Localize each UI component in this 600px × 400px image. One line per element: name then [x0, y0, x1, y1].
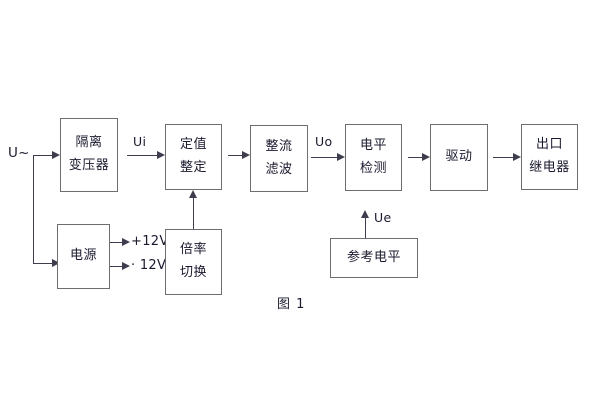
block-output-relay[interactable]: 出口 继电器	[521, 124, 578, 190]
block-multiplier-switch-line1: 倍率	[179, 242, 207, 258]
block-level-detect[interactable]: 电平 检测	[345, 124, 402, 191]
connector-drive-to-relay	[493, 157, 513, 158]
arrowhead-rectify-to-level	[337, 152, 345, 161]
signal-label-uo: Uo	[315, 134, 333, 149]
connector-level-to-drive	[408, 157, 422, 158]
block-power-supply-line1: 电源	[69, 248, 97, 264]
rail-label-positive: +12V	[131, 234, 169, 249]
block-drive-line1: 驱动	[445, 149, 473, 165]
block-setpoint-adjust[interactable]: 定值 整定	[165, 124, 222, 190]
block-multiplier-switch-line2: 切换	[179, 265, 207, 280]
block-output-relay-line1: 出口	[535, 137, 563, 153]
block-rectify-filter-line1: 整流	[265, 138, 293, 154]
arrowhead-transformer-to-setpoint	[157, 150, 165, 159]
block-rectify-filter-line2: 滤波	[265, 161, 293, 177]
arrowhead-rail-positive	[122, 237, 130, 246]
block-level-detect-line2: 检测	[359, 160, 387, 176]
block-output-relay-line2: 继电器	[529, 160, 570, 175]
arrowhead-supply-to-power	[52, 258, 60, 267]
block-level-detect-line1: 电平	[359, 137, 387, 153]
connector-multiplier-to-setpoint	[193, 198, 194, 229]
block-isolation-transformer[interactable]: 隔离 变压器	[60, 118, 118, 192]
block-reference-level-line1: 参考电平	[346, 249, 401, 265]
signal-label-ue: Ue	[374, 210, 392, 225]
block-drive[interactable]: 驱动	[430, 124, 488, 191]
connector-rail-negative	[110, 266, 122, 267]
arrowhead-rail-negative	[122, 261, 130, 270]
arrowhead-setpoint-to-rectify	[242, 150, 250, 159]
input-supply-label: U~	[8, 145, 30, 161]
signal-label-ui: Ui	[133, 134, 147, 149]
block-power-supply[interactable]: 电源	[57, 224, 110, 289]
block-reference-level[interactable]: 参考电平	[330, 238, 418, 278]
block-setpoint-adjust-line2: 整定	[179, 160, 207, 175]
connector-rail-positive	[110, 242, 122, 243]
connector-supply-bus	[33, 155, 34, 263]
arrowhead-drive-to-relay	[513, 152, 521, 161]
connector-supply-to-power	[33, 263, 52, 264]
block-isolation-transformer-line2: 变压器	[68, 158, 110, 173]
connector-rectify-to-level	[311, 157, 337, 158]
arrowhead-supply-to-transformer	[52, 150, 60, 159]
connector-setpoint-to-rectify	[228, 155, 242, 156]
block-multiplier-switch[interactable]: 倍率 切换	[165, 229, 222, 295]
rail-label-negative: · 12V	[131, 258, 167, 273]
figure-caption: 图 1	[277, 297, 306, 312]
arrowhead-reference-to-level	[361, 210, 369, 218]
connector-transformer-to-setpoint	[127, 155, 157, 156]
arrowhead-level-to-drive	[422, 152, 430, 161]
block-rectify-filter[interactable]: 整流 滤波	[250, 125, 308, 192]
block-setpoint-adjust-line1: 定值	[179, 137, 207, 153]
block-isolation-transformer-line1: 隔离	[75, 135, 103, 151]
connector-reference-to-level	[365, 218, 366, 238]
arrowhead-multiplier-to-setpoint	[189, 190, 197, 198]
connector-supply-to-transformer	[33, 155, 52, 156]
